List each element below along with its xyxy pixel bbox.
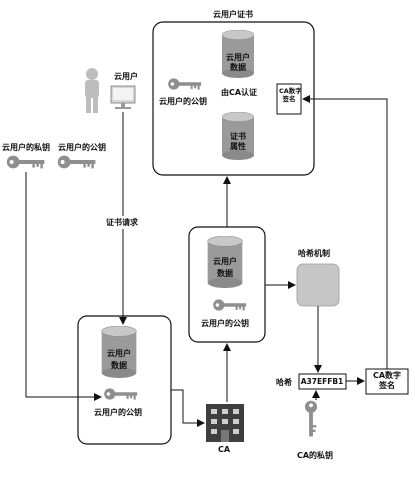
cert-attr-label: 证书 属性 (230, 132, 246, 151)
ca-building-icon (206, 404, 244, 442)
request-db-label: 云用户 数据 (107, 349, 131, 370)
signature-to-cert-arrow (302, 95, 388, 369)
ca-private-key-icon (304, 400, 318, 437)
request-box (77, 315, 172, 445)
middle-db-label: 云用户 数据 (213, 257, 237, 278)
private-key-icon (6, 155, 45, 169)
request-public-key-icon (104, 388, 138, 400)
request-pubkey-label: 云用户的公钥 (94, 408, 142, 417)
cert-db-label: 云用户 数据 (226, 53, 250, 72)
ca-label: CA (217, 445, 231, 454)
connectors (25, 95, 388, 427)
cert-title: 云用户证书 (213, 10, 253, 19)
user-label: 云用户 (114, 72, 138, 81)
public-key-label: 云用户的公钥 (58, 143, 106, 152)
ca-private-key-label: CA的私钥 (296, 451, 334, 460)
public-key-icon (57, 155, 96, 169)
cert-public-key-icon (168, 78, 202, 90)
user-person-icon (85, 68, 99, 113)
middle-pubkey-label: 云用户的公钥 (201, 319, 249, 328)
hash-mechanism-icon (296, 263, 340, 307)
hash-label: 哈希 (276, 378, 292, 387)
cert-pubkey-label: 云用户的公钥 (159, 97, 207, 106)
signature-label: CA数字 签名 (372, 371, 402, 390)
cert-verified-label: 由CA认证 (220, 88, 258, 97)
hash-mechanism-label: 哈希机制 (298, 249, 330, 258)
cert-signature-label: CA数字 签名 (279, 87, 302, 103)
middle-public-key-icon (213, 299, 247, 311)
hash-value: A37EFFB1 (300, 377, 344, 386)
private-key-arrow (25, 172, 102, 401)
cert-request-label: 证书请求 (106, 216, 138, 229)
cert-signature-box (276, 83, 302, 115)
private-key-label: 云用户的私钥 (2, 143, 50, 152)
request-to-ca-arrow (171, 389, 205, 427)
computer-icon (110, 85, 136, 109)
